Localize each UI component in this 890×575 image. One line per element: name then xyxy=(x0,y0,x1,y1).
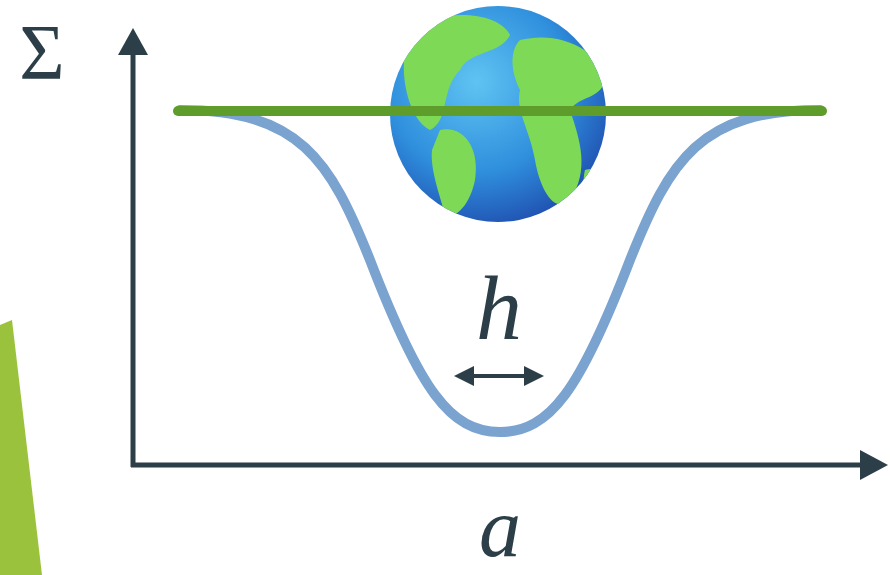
axis-label: a xyxy=(479,486,521,570)
width-label: h xyxy=(476,262,522,354)
x-axis-head xyxy=(860,450,888,480)
decor-wedge xyxy=(0,320,42,575)
axis-label: Σ xyxy=(19,13,64,91)
width-arrow xyxy=(458,374,540,378)
y-axis xyxy=(131,48,136,467)
y-axis-head xyxy=(118,28,148,55)
flat-line xyxy=(178,106,822,116)
x-axis xyxy=(131,463,862,468)
